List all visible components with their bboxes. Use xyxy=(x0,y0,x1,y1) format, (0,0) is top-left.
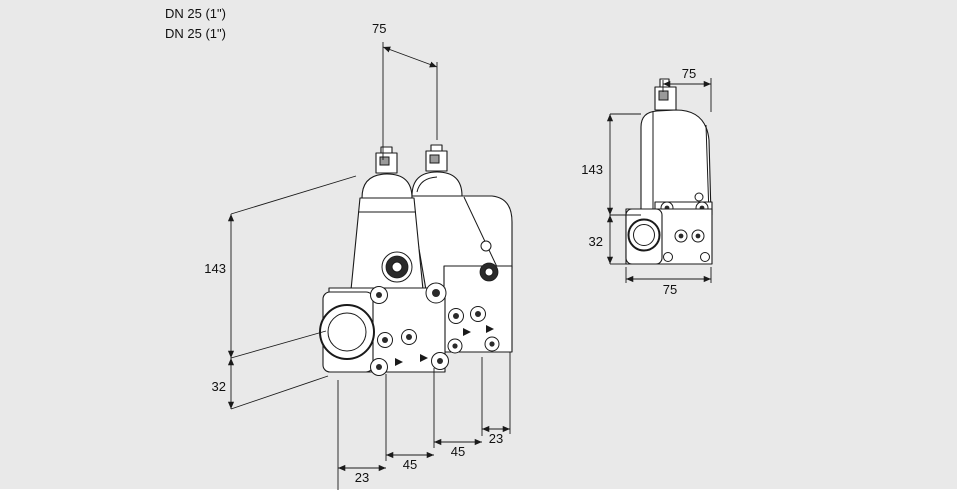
bottom-margin-strip xyxy=(0,489,957,500)
flow-arrow-icon xyxy=(420,354,428,362)
flow-arrow-icon xyxy=(395,358,403,366)
dim-side-height-32: 32 xyxy=(589,234,603,249)
dim-bottom-45-right: 45 xyxy=(451,444,465,459)
side-valve-body xyxy=(625,201,713,265)
dn-label-1: DN 25 (1") xyxy=(165,6,226,21)
front-view-dimensions: DN 25 (1") DN 25 (1") 75 143 32 23 xyxy=(165,6,511,490)
side-view-dimensions: 75 143 32 75 xyxy=(581,66,712,297)
dim-side-width-75: 75 xyxy=(663,282,677,297)
dim-bottom-45-left: 45 xyxy=(403,457,417,472)
actuator-front xyxy=(350,146,424,291)
dim-bottom-23-left: 23 xyxy=(355,470,369,485)
dim-height-143: 143 xyxy=(204,261,226,276)
dim-side-height-143: 143 xyxy=(581,162,603,177)
dn-label-2: DN 25 (1") xyxy=(165,26,226,41)
dim-bottom-23-right: 23 xyxy=(489,431,503,446)
dim-side-depth-75: 75 xyxy=(682,66,696,81)
dim-actuator-spacing: 75 xyxy=(372,21,386,36)
flow-arrow-icon xyxy=(463,328,471,336)
valve-body-front xyxy=(319,282,449,376)
front-view: DN 25 (1") DN 25 (1") 75 143 32 23 xyxy=(165,6,513,490)
flow-arrow-icon xyxy=(486,325,494,333)
valve-body-rear xyxy=(443,262,513,354)
dim-height-32: 32 xyxy=(212,379,226,394)
side-view: 75 143 32 75 xyxy=(581,66,713,297)
